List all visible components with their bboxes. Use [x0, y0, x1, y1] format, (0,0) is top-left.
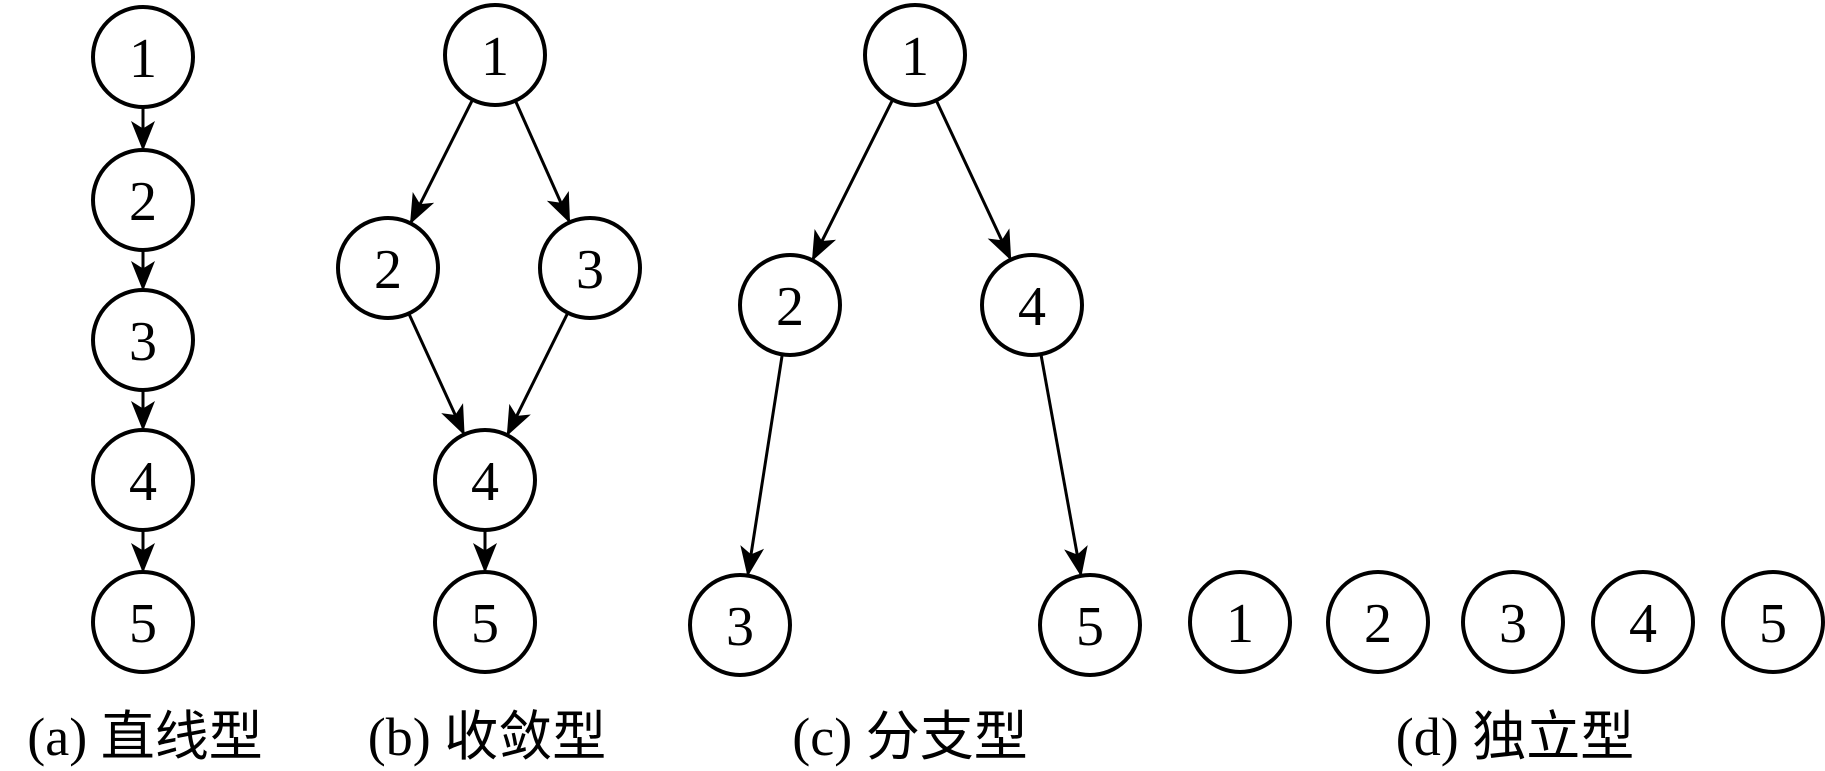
- node-label: 5: [129, 593, 157, 655]
- edge-b-1-2: [409, 99, 474, 225]
- caption-b: (b) 收敛型: [368, 707, 606, 767]
- node-circle: [1591, 570, 1695, 674]
- node-circle: [1038, 573, 1142, 677]
- node-c-3: 3: [688, 573, 792, 677]
- node-label: 5: [471, 593, 499, 655]
- node-circle: [91, 148, 195, 252]
- node-d-3: 3: [1461, 570, 1565, 674]
- node-label: 3: [726, 596, 754, 658]
- node-circle: [91, 5, 195, 109]
- node-b-5: 5: [433, 570, 537, 674]
- nodes-layer: 1 2 3 4 5 1 2 3 4 5 1 2 3 4 5 1 2 3 4 5: [91, 3, 1825, 677]
- node-a-1: 1: [91, 5, 195, 109]
- node-label: 1: [481, 26, 509, 88]
- node-circle: [538, 216, 642, 320]
- node-label: 4: [1018, 276, 1046, 338]
- node-d-1: 1: [1188, 570, 1292, 674]
- node-label: 4: [129, 451, 157, 513]
- node-label: 1: [1226, 593, 1254, 655]
- node-d-2: 2: [1326, 570, 1430, 674]
- node-circle: [738, 253, 842, 357]
- node-d-4: 4: [1591, 570, 1695, 674]
- node-label: 2: [129, 171, 157, 233]
- node-circle: [1188, 570, 1292, 674]
- node-a-5: 5: [91, 570, 195, 674]
- node-circle: [863, 3, 967, 107]
- node-label: 2: [374, 239, 402, 301]
- node-circle: [91, 288, 195, 392]
- caption-a: (a) 直线型: [27, 707, 262, 767]
- node-circle: [91, 570, 195, 674]
- node-label: 4: [1629, 593, 1657, 655]
- node-c-5: 5: [1038, 573, 1142, 677]
- caption-d: (d) 独立型: [1396, 707, 1634, 767]
- node-label: 3: [129, 311, 157, 373]
- node-c-4: 4: [980, 253, 1084, 357]
- node-label: 3: [576, 239, 604, 301]
- edge-c-4-5: [1039, 353, 1088, 577]
- node-circle: [443, 3, 547, 107]
- edge-c-1-2: [811, 99, 894, 262]
- edges-layer: [131, 99, 1088, 577]
- node-label: 2: [1364, 593, 1392, 655]
- node-circle: [980, 253, 1084, 357]
- node-b-2: 2: [336, 216, 440, 320]
- edge-b-3-4: [506, 312, 570, 437]
- node-circle: [1326, 570, 1430, 674]
- node-circle: [1721, 570, 1825, 674]
- node-label: 4: [471, 451, 499, 513]
- node-a-2: 2: [91, 148, 195, 252]
- node-label: 1: [129, 28, 157, 90]
- node-circle: [1461, 570, 1565, 674]
- node-circle: [688, 573, 792, 677]
- node-label: 3: [1499, 593, 1527, 655]
- node-a-4: 4: [91, 428, 195, 532]
- caption-c: (c) 分支型: [792, 707, 1027, 767]
- node-c-1: 1: [863, 3, 967, 107]
- node-b-4: 4: [433, 428, 537, 532]
- node-label: 2: [776, 276, 804, 338]
- edge-b-1-3: [513, 100, 571, 224]
- edge-c-1-4: [934, 99, 1012, 261]
- node-d-5: 5: [1721, 570, 1825, 674]
- node-c-2: 2: [738, 253, 842, 357]
- node-b-3: 3: [538, 216, 642, 320]
- node-label: 5: [1076, 596, 1104, 658]
- node-circle: [91, 428, 195, 532]
- node-circle: [433, 570, 537, 674]
- node-a-3: 3: [91, 288, 195, 392]
- node-b-1: 1: [443, 3, 547, 107]
- node-circle: [433, 428, 537, 532]
- node-circle: [336, 216, 440, 320]
- edge-b-2-4: [407, 312, 465, 436]
- node-label: 1: [901, 26, 929, 88]
- node-label: 5: [1759, 593, 1787, 655]
- edge-c-2-3: [740, 354, 784, 577]
